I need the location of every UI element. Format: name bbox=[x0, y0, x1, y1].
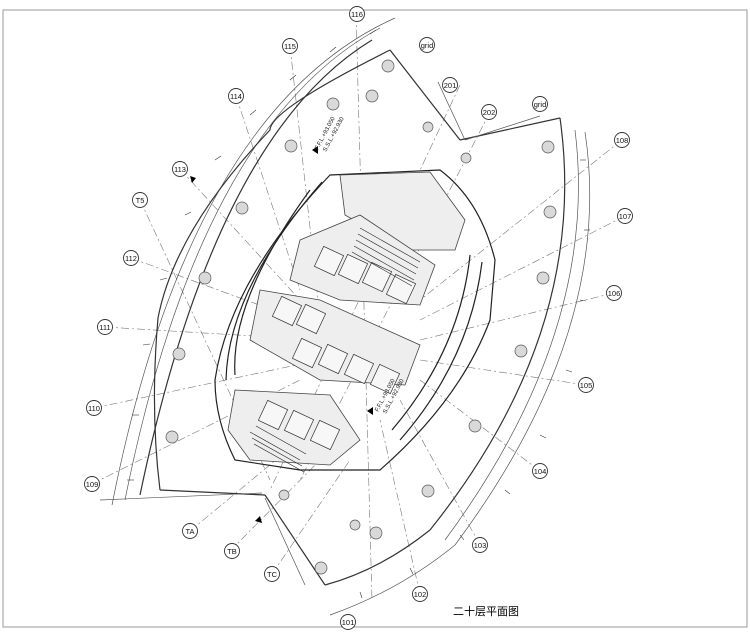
grid-bubble-label: 202 bbox=[483, 108, 496, 117]
grid-bubble-label: 109 bbox=[86, 480, 99, 489]
stair-upper bbox=[351, 227, 421, 287]
grid-bubble-circle bbox=[123, 250, 139, 266]
grid-bubble-circle bbox=[132, 192, 148, 208]
grid-bubble-circle bbox=[86, 400, 102, 416]
grid-bubble-104: 104 bbox=[532, 463, 548, 479]
grid-bubble-202: 202 bbox=[481, 104, 497, 120]
grid-bubble-label: 108 bbox=[616, 136, 629, 145]
grid-bubble-grid: grid bbox=[532, 96, 548, 112]
grid-bubble-T5: T5 bbox=[132, 192, 148, 208]
grid-bubble-circle bbox=[617, 208, 633, 224]
grid-bubble-circle bbox=[532, 463, 548, 479]
grid-bubble-circle bbox=[228, 88, 244, 104]
grid-bubble-101: 101 bbox=[340, 614, 356, 630]
grid-bubble-circle bbox=[84, 476, 100, 492]
grid-bubble-label: 116 bbox=[351, 10, 363, 19]
grid-bubble-circle bbox=[340, 614, 356, 630]
grid-bubble-115: 115 bbox=[282, 38, 298, 54]
grid-bubble-112: 112 bbox=[123, 250, 139, 266]
grid-bubble-label: TB bbox=[227, 547, 237, 556]
structural-columns bbox=[165, 59, 557, 575]
grid-bubble-116: 116 bbox=[349, 6, 365, 22]
grid-bubble-circle bbox=[97, 319, 113, 335]
stair-lower bbox=[249, 425, 307, 473]
grid-bubble-201: 201 bbox=[442, 77, 458, 93]
grid-bubble-circle bbox=[472, 537, 488, 553]
grid-bubble-106: 106 bbox=[606, 285, 622, 301]
drawing-caption: 二十层平面图 bbox=[453, 605, 519, 618]
drawing-frame bbox=[2, 9, 748, 628]
grid-bubble-circle bbox=[182, 523, 198, 539]
grid-bubble-label: grid bbox=[421, 41, 434, 50]
grid-bubbles: 116 115 114 113 112 111 110 109 T5 grid 201 202 grid… bbox=[84, 6, 633, 630]
grid-bubble-102: 102 bbox=[412, 586, 428, 602]
grid-bubble-103: 103 bbox=[472, 537, 488, 553]
grid-bubble-label: 101 bbox=[342, 618, 355, 627]
grid-bubble-label: T5 bbox=[136, 196, 145, 205]
grid-bubble-113: 113 bbox=[172, 161, 188, 177]
grid-bubble-circle bbox=[442, 77, 458, 93]
grid-bubble-label: 115 bbox=[284, 42, 296, 51]
grid-bubble-label: 104 bbox=[534, 467, 547, 476]
grid-bubble-circle bbox=[419, 37, 435, 53]
grid-bubble-circle bbox=[606, 285, 622, 301]
grid-bubble-TC: TC bbox=[264, 566, 280, 582]
grid-bubble-circle bbox=[224, 543, 240, 559]
grid-bubble-label: 105 bbox=[580, 381, 593, 390]
grid-bubble-circle bbox=[614, 132, 630, 148]
grid-bubble-label: TC bbox=[267, 570, 278, 579]
grid-bubble-circle bbox=[412, 586, 428, 602]
grid-bubble-circle bbox=[532, 96, 548, 112]
grid-bubble-114: 114 bbox=[228, 88, 244, 104]
grid-bubble-109: 109 bbox=[84, 476, 100, 492]
grid-bubble-label: 106 bbox=[608, 289, 621, 298]
lift-cells bbox=[257, 245, 417, 451]
grid-bubble-label: 113 bbox=[174, 165, 186, 174]
grid-bubble-grid: grid bbox=[419, 37, 435, 53]
grid-bubble-circle bbox=[578, 377, 594, 393]
grid-bubble-label: 110 bbox=[88, 404, 100, 413]
grid-bubble-label: grid bbox=[534, 100, 547, 109]
dimension-ticks bbox=[127, 29, 590, 599]
grid-bubble-label: 107 bbox=[619, 212, 632, 221]
grid-bubble-circle bbox=[349, 6, 365, 22]
grid-bubble-110: 110 bbox=[86, 400, 102, 416]
grid-bubble-label: 112 bbox=[125, 254, 137, 263]
grid-bubble-circle bbox=[282, 38, 298, 54]
grid-bubble-TB: TB bbox=[224, 543, 240, 559]
grid-bubble-label: 114 bbox=[230, 92, 242, 101]
grid-bubble-111: 111 bbox=[97, 319, 113, 335]
grid-bubble-label: 201 bbox=[444, 81, 457, 90]
grid-bubble-circle bbox=[264, 566, 280, 582]
grid-bubble-TA: TA bbox=[182, 523, 198, 539]
grid-bubble-circle bbox=[172, 161, 188, 177]
grid-bubble-circle bbox=[481, 104, 497, 120]
grid-bubble-107: 107 bbox=[617, 208, 633, 224]
grid-bubble-label: 102 bbox=[414, 590, 427, 599]
grid-bubble-108: 108 bbox=[614, 132, 630, 148]
building-core bbox=[214, 169, 496, 473]
grid-bubble-105: 105 bbox=[578, 377, 594, 393]
grid-bubble-label: 111 bbox=[99, 323, 110, 332]
grid-bubble-label: 103 bbox=[474, 541, 487, 550]
grid-bubble-label: TA bbox=[185, 527, 194, 536]
